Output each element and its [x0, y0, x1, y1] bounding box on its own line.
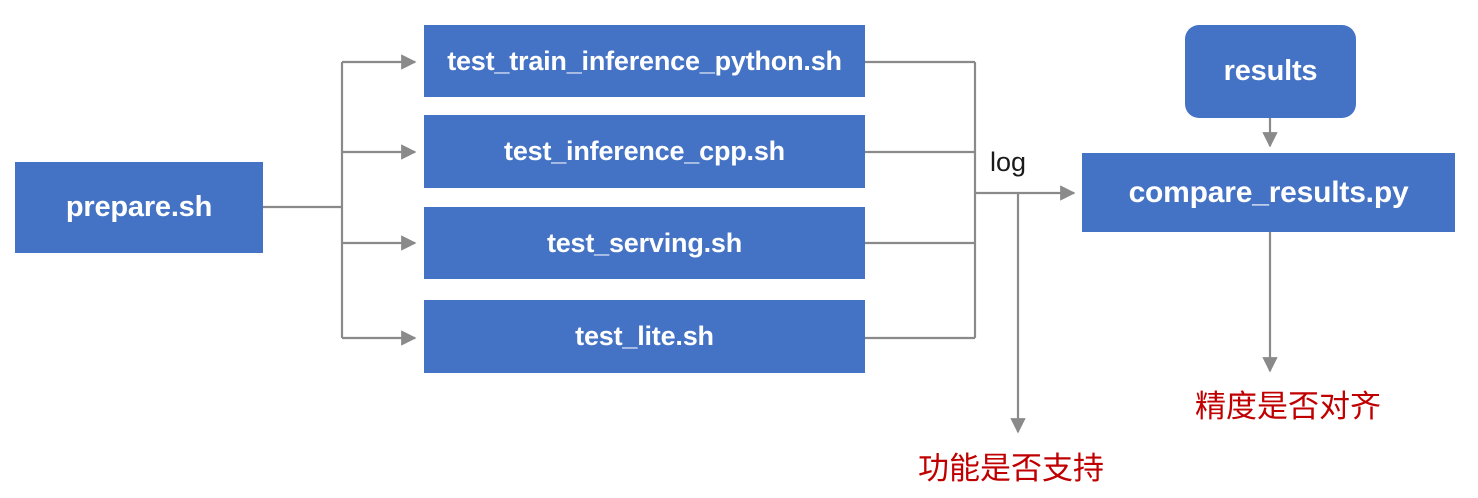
- node-prepare-sh[interactable]: prepare.sh: [15, 162, 263, 253]
- node-results[interactable]: results: [1185, 25, 1356, 118]
- edge-label-log: log: [990, 147, 1027, 177]
- node-test-inference-cpp-sh[interactable]: test_inference_cpp.sh: [424, 115, 865, 188]
- note-precision-aligned: 精度是否对齐: [1195, 389, 1381, 425]
- note-feature-support: 功能是否支持: [918, 451, 1104, 487]
- node-compare-results-py[interactable]: compare_results.py: [1082, 153, 1455, 232]
- node-test-lite-sh[interactable]: test_lite.sh: [424, 300, 865, 373]
- node-test-train-inference-python-sh[interactable]: test_train_inference_python.sh: [424, 25, 865, 97]
- node-test-serving-sh[interactable]: test_serving.sh: [424, 207, 865, 279]
